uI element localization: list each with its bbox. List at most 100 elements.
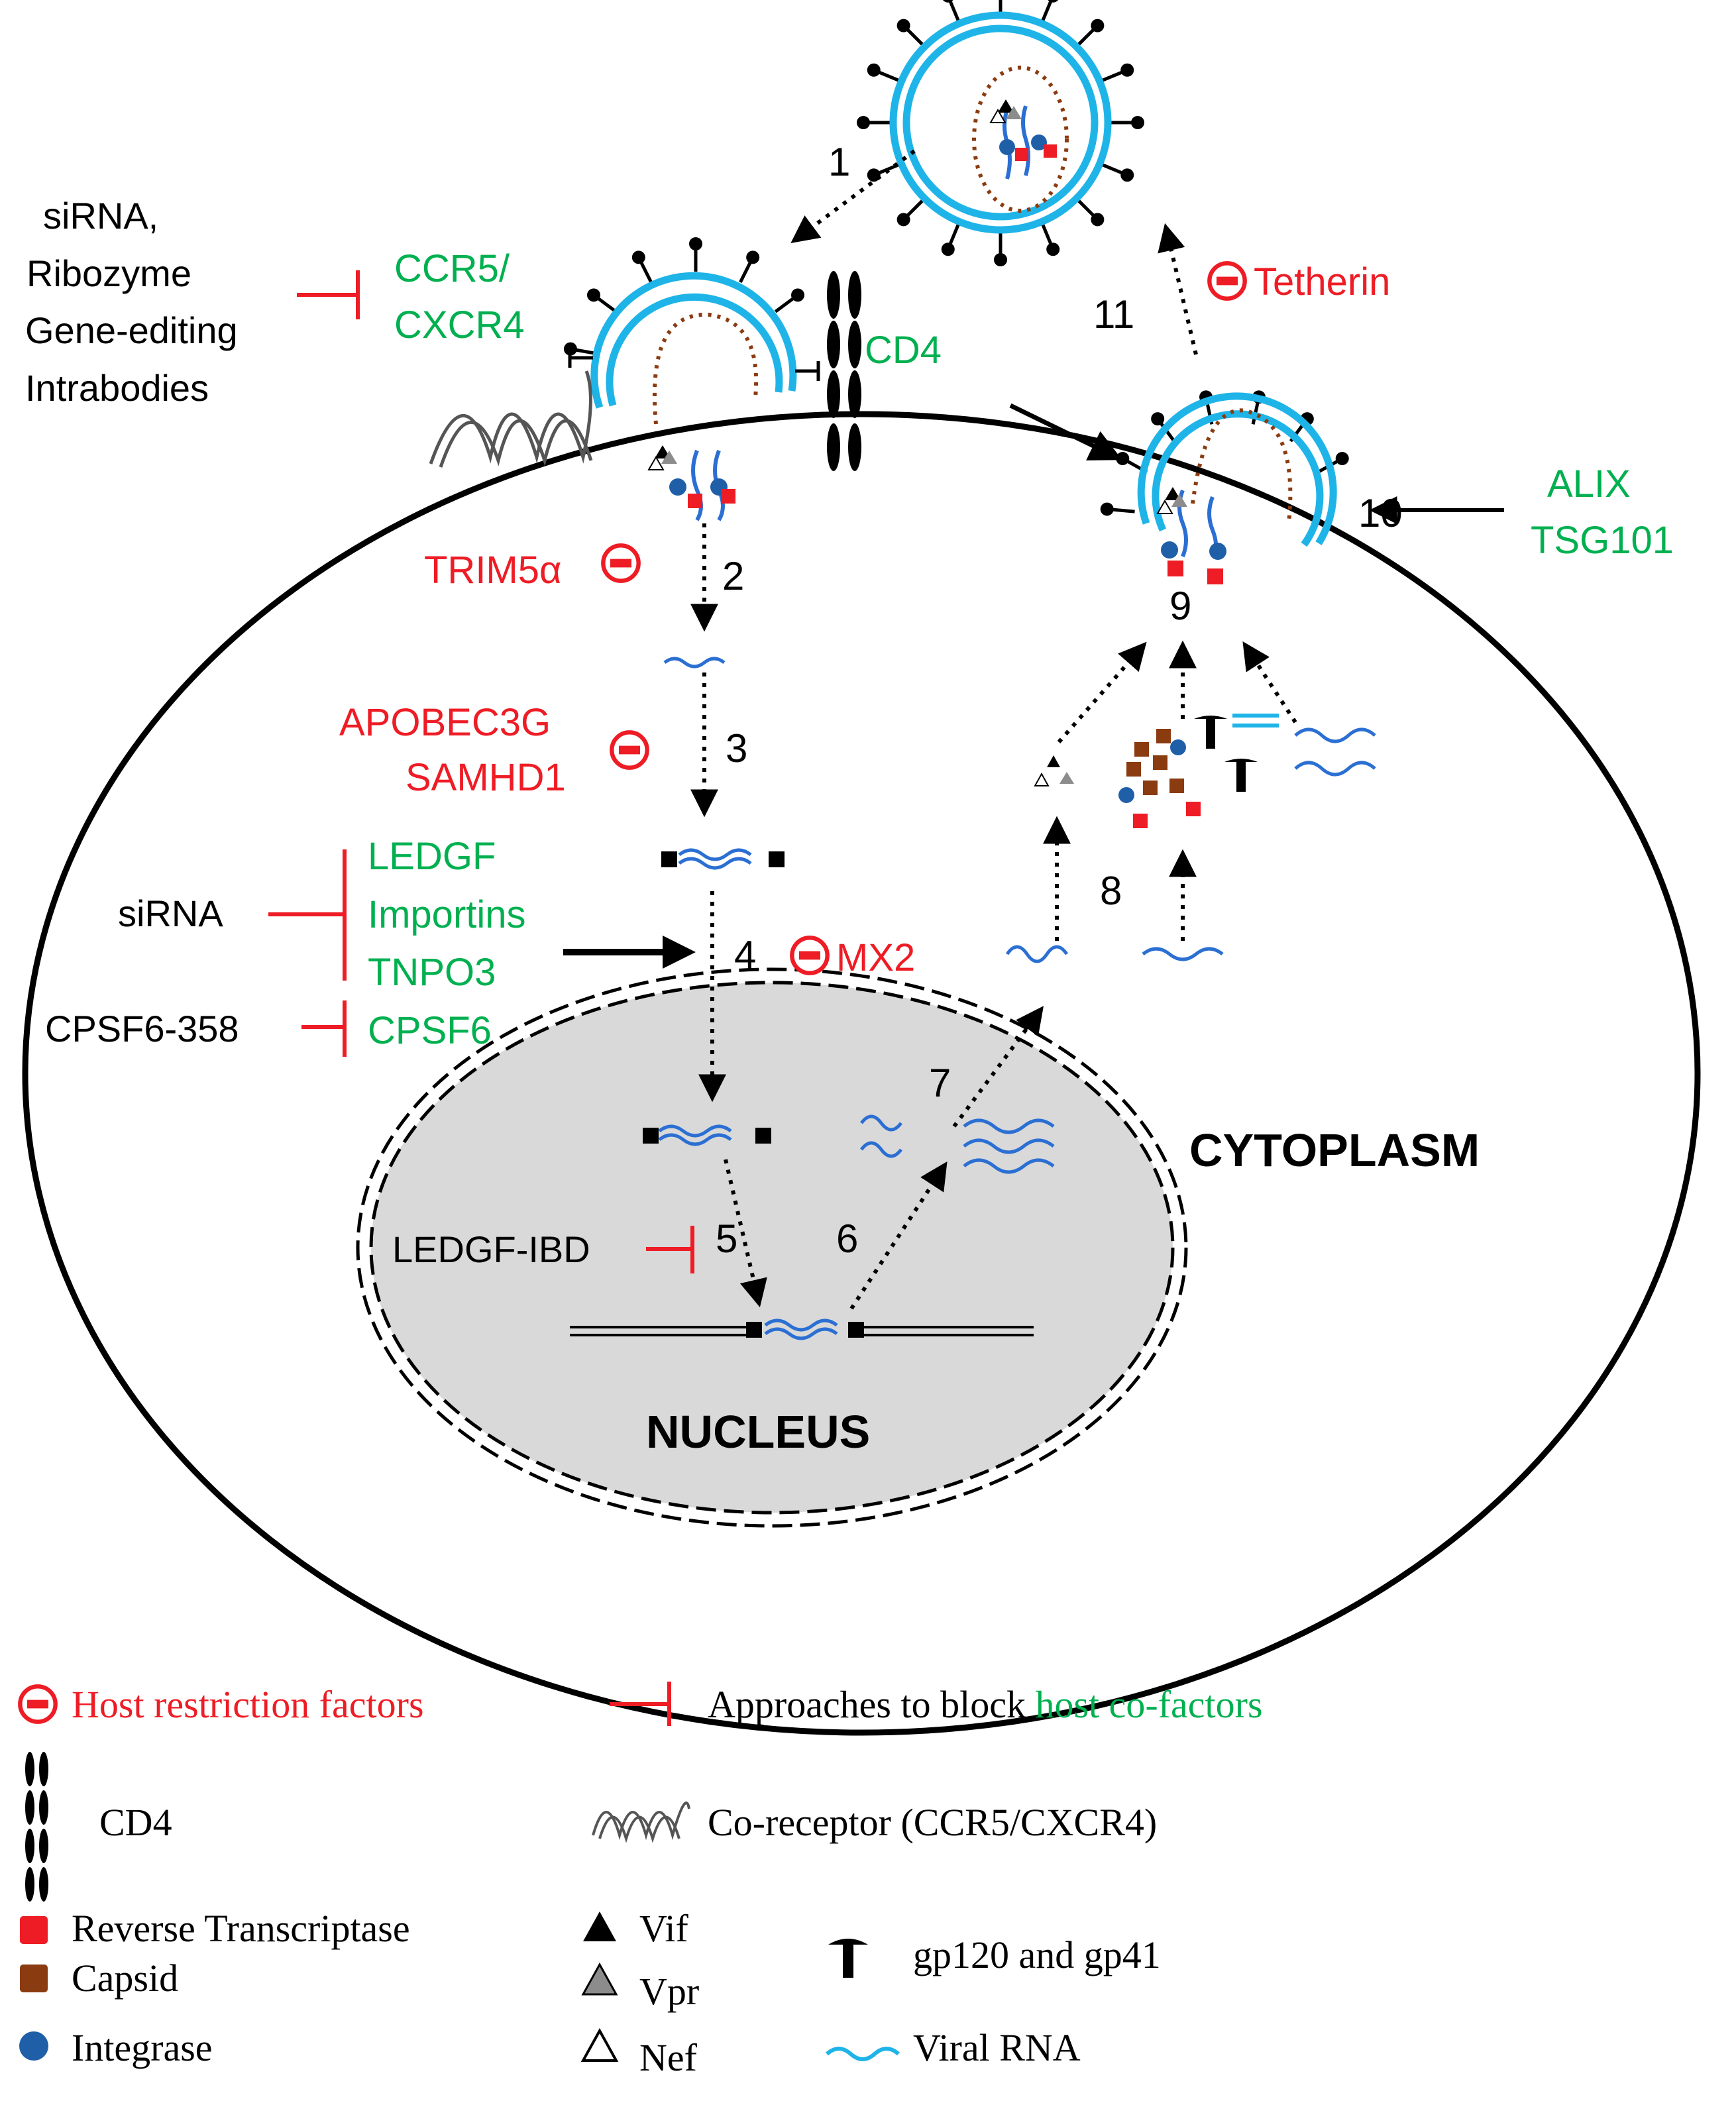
- cofactor-tnpo3: TNPO3: [368, 951, 496, 994]
- cofactor-ccr5: CCR5/: [394, 247, 510, 290]
- spike-stalk: [904, 198, 925, 219]
- cofactor-importins: Importins: [368, 893, 526, 936]
- spike-stalk: [875, 70, 900, 83]
- lifecycle-arrows: [690, 149, 1297, 1310]
- legend-vpr-icon: [581, 1962, 618, 1996]
- spike-stalk: [1076, 198, 1097, 219]
- assembly-components: [1034, 714, 1279, 828]
- step-9: 9: [1169, 584, 1191, 628]
- legend-approaches-label: Approaches to block host co-factors: [708, 1683, 1263, 1726]
- spike-cap: [689, 237, 702, 250]
- spike-stalk: [1040, 223, 1054, 248]
- spike-cap: [867, 63, 881, 77]
- legend-capsid-label: Capsid: [72, 1957, 178, 2000]
- spike-cap: [1120, 168, 1134, 182]
- spike-cap: [896, 19, 910, 32]
- legend-approaches-prefix: Approaches to block: [708, 1683, 1035, 1726]
- legend-restriction-icon: [20, 1686, 55, 1721]
- cofactor-cxcr4: CXCR4: [394, 303, 525, 347]
- cofactor-tsg101: TSG101: [1531, 519, 1674, 562]
- legend-capsid-icon: [20, 1965, 48, 1992]
- spike-cap: [1131, 116, 1144, 129]
- legend-cd4-icon: [25, 1752, 48, 1902]
- legend-integrase-label: Integrase: [72, 2026, 213, 2069]
- cell-membrane: [22, 411, 1701, 1736]
- step-10: 10: [1358, 491, 1403, 535]
- spike-stalk: [594, 295, 618, 313]
- spike-stalk: [774, 295, 797, 313]
- restriction-tetherin: Tetherin: [1254, 260, 1390, 303]
- step-4: 4: [734, 933, 756, 977]
- restriction-apobec3g: APOBEC3G: [339, 701, 551, 744]
- legend-rna-label: Viral RNA: [913, 2026, 1081, 2069]
- spike-stalk: [948, 223, 961, 248]
- step-11: 11: [1093, 292, 1134, 337]
- spike-stalk: [1251, 399, 1260, 425]
- legend-coreceptor-label: Co-receptor (CCR5/CXCR4): [708, 1801, 1157, 1844]
- legend-coreceptor-icon: [592, 1802, 690, 1843]
- spike-stalk: [1101, 70, 1126, 83]
- approach-ribozyme: Ribozyme: [27, 252, 191, 294]
- spike-cap: [896, 213, 910, 227]
- spike-stalk: [1101, 162, 1126, 176]
- spike-cap: [1046, 242, 1060, 256]
- legend-rt-icon: [20, 1916, 48, 1944]
- label-cytoplasm: CYTOPLASM: [1189, 1124, 1480, 1176]
- legend: Host restriction factors Approaches to b…: [19, 1682, 1263, 2079]
- spike-cap: [1048, 0, 1059, 3]
- legend-integrase-icon: [19, 2031, 48, 2061]
- restriction-icon-apobec3g: [612, 732, 647, 767]
- spike-cap: [631, 250, 645, 264]
- spike-stalk: [1040, 0, 1054, 23]
- legend-rna-icon: [826, 2047, 900, 2061]
- spike-cap: [1091, 213, 1105, 227]
- membrane-blocks: [568, 348, 820, 381]
- free-virion: [857, 0, 1144, 266]
- cd4-receptor: [827, 271, 861, 471]
- spike-stalk: [638, 258, 653, 284]
- inhibitor-sirna: siRNA: [118, 892, 223, 934]
- restriction-icon-trim5a: [603, 545, 638, 580]
- spike-stalk: [1076, 26, 1097, 47]
- step-5: 5: [716, 1216, 737, 1261]
- entering-virion: [563, 237, 805, 521]
- spike-stalk: [739, 258, 753, 284]
- spike-cap: [1335, 452, 1349, 466]
- restriction-icon-tetherin: [1209, 263, 1244, 298]
- budding-virion: [1100, 390, 1349, 584]
- legend-vif-label: Vif: [639, 1907, 689, 1950]
- step-7: 7: [929, 1061, 951, 1105]
- cofactor-cd4: CD4: [865, 329, 942, 372]
- step-3: 3: [726, 726, 747, 771]
- legend-approaches-suffix: host co-factors: [1035, 1683, 1262, 1726]
- spike-cap: [994, 253, 1007, 266]
- spike-cap: [857, 116, 870, 129]
- legend-cd4-label: CD4: [99, 1801, 172, 1844]
- restriction-mx2: MX2: [836, 936, 915, 979]
- spike-cap: [1151, 412, 1165, 426]
- cofactor-alix: ALIX: [1547, 462, 1631, 506]
- step-2: 2: [722, 554, 744, 598]
- spike-cap: [1091, 19, 1105, 32]
- nucleus: [356, 967, 1188, 1528]
- spike-cap: [1116, 452, 1130, 466]
- step-8: 8: [1100, 869, 1122, 913]
- step-1: 1: [828, 140, 850, 184]
- legend-vif-icon: [583, 1912, 616, 1941]
- virion-spikes: [857, 0, 1144, 266]
- viral-genomes: [658, 657, 1376, 1340]
- restriction-samhd1: SAMHD1: [406, 756, 566, 799]
- inhibitor-ledgf-ibd: LEDGF-IBD: [392, 1228, 590, 1270]
- solid-arrows: [563, 403, 1504, 969]
- spike-cap: [791, 288, 805, 302]
- spike-cap: [746, 250, 760, 264]
- spike-cap: [941, 242, 955, 256]
- legend-vpr-label: Vpr: [639, 1970, 699, 2013]
- step-6: 6: [836, 1216, 858, 1261]
- cofactor-cpsf6: CPSF6: [368, 1009, 492, 1052]
- approach-gene-editing: Gene-editing: [25, 309, 238, 351]
- cofactor-ledgf: LEDGF: [368, 835, 496, 878]
- approach-intrabodies: Intrabodies: [25, 367, 209, 409]
- spike-cap: [942, 0, 953, 3]
